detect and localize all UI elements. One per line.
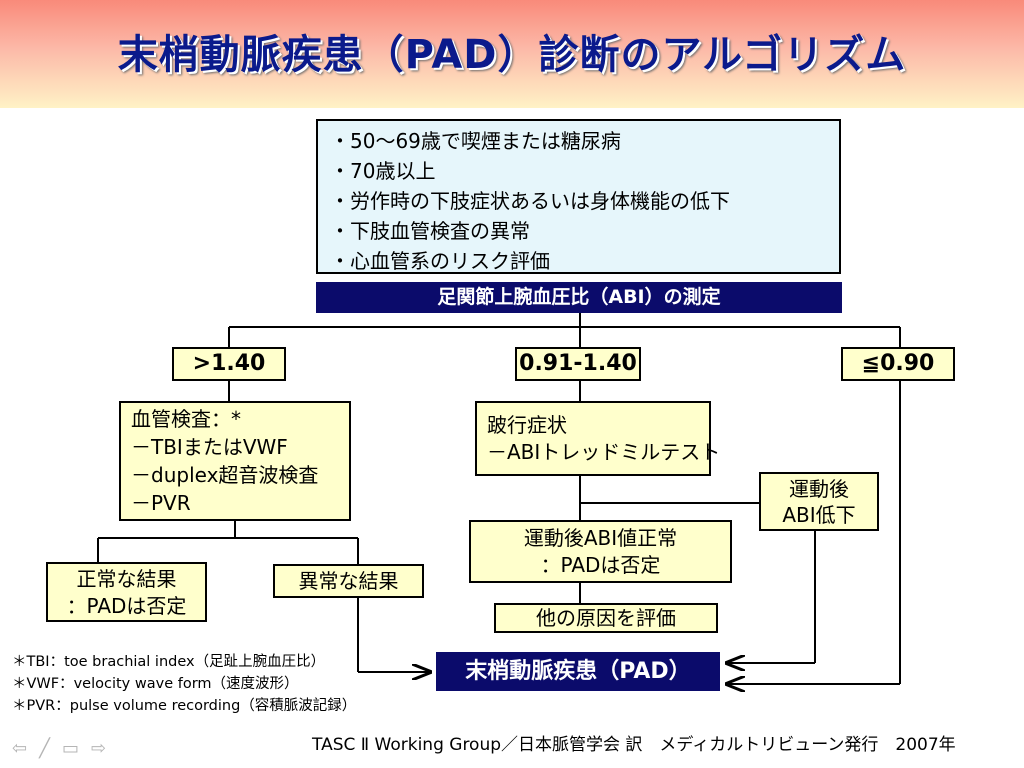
note-pvr: ＊PVR：pulse volume recording（容積脈波記録） <box>12 698 357 714</box>
abi-measurement-box: 足関節上腕血圧比（ABI）の測定 <box>316 282 842 313</box>
claudication-box: 跛行症状 －ABIトレッドミルテスト <box>475 401 720 476</box>
post-exercise-abi-normal-box: 運動後ABI値正常 ：PADは否定 <box>469 520 732 583</box>
post-exercise-abi-low-box: 運動後 ABI低下 <box>759 472 879 531</box>
criteria-item: ・50～69歳で喫煙または糖尿病 <box>330 129 621 153</box>
branch-normal-abi: 0.91-1.40 <box>515 347 641 381</box>
title-banner <box>0 0 1024 108</box>
abbreviation-notes: ＊TBI：toe brachial index（足趾上腕血圧比） ＊VWF：ve… <box>12 651 356 717</box>
criteria-item: ・下肢血管検査の異常 <box>330 219 530 243</box>
previous-slide-icon[interactable]: ⇦ <box>12 738 28 759</box>
menu-icon[interactable]: ▭ <box>61 738 79 759</box>
other-causes-box: 他の原因を評価 <box>494 603 718 633</box>
vascular-tests-box: 血管検査：* －TBIまたはVWF －duplex超音波検査 －PVR <box>119 401 351 521</box>
note-tbi: ＊TBI：toe brachial index（足趾上腕血圧比） <box>12 654 326 670</box>
branch-low-abi: ≦0.90 <box>841 347 955 381</box>
criteria-item: ・70歳以上 <box>330 159 436 183</box>
note-vwf: ＊VWF：velocity wave form（速度波形） <box>12 676 299 692</box>
criteria-item: ・心血管系のリスク評価 <box>330 249 550 273</box>
slide-nav-controls: ⇦ ╱ ▭ ⇨ <box>12 738 106 759</box>
pad-diagnosis-box: 末梢動脈疾患（PAD） <box>436 652 720 691</box>
criteria-item: ・労作時の下肢症状あるいは身体機能の低下 <box>330 189 730 213</box>
normal-result-box: 正常な結果 ：PADは否定 <box>46 562 207 622</box>
abnormal-result-box: 異常な結果 <box>273 564 424 598</box>
branch-high-abi: >1.40 <box>172 347 286 381</box>
source-credit: TASC Ⅱ Working Group／日本脈管学会 訳 メディカルトリビュー… <box>312 735 956 755</box>
risk-criteria-box: ・50～69歳で喫煙または糖尿病 ・70歳以上 ・労作時の下肢症状あるいは身体機… <box>316 119 841 274</box>
next-slide-icon[interactable]: ⇨ <box>90 738 107 759</box>
pen-icon[interactable]: ╱ <box>39 738 50 759</box>
page-title: 末梢動脈疾患（PAD）診断のアルゴリズム <box>117 32 907 78</box>
